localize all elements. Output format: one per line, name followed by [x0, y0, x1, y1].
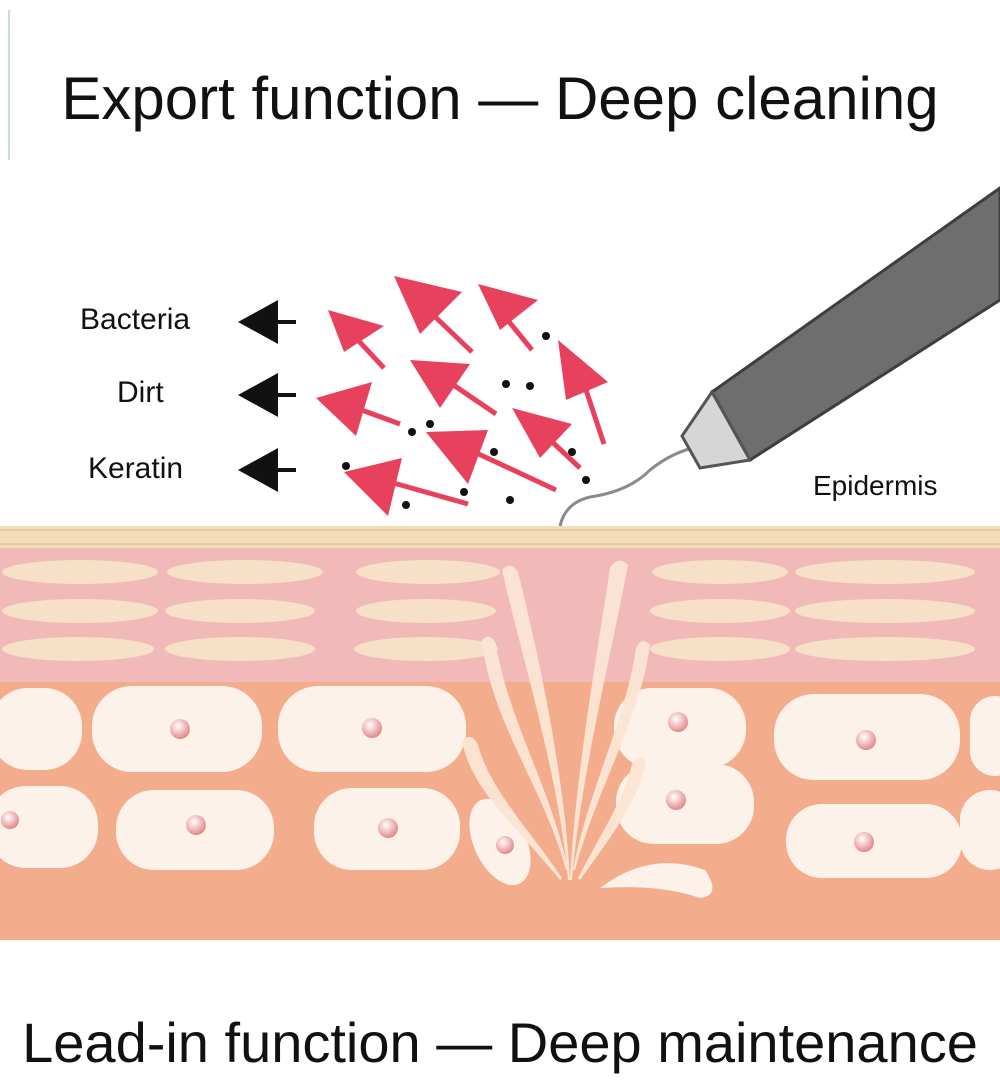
device-tip	[680, 389, 753, 470]
red-arrow	[328, 310, 386, 370]
label-epidermis: Epidermis	[813, 470, 938, 501]
black-arrow-bacteria	[238, 300, 296, 344]
device-body	[710, 186, 1000, 463]
black-arrow-keratin	[238, 448, 296, 492]
red-arrow	[426, 430, 558, 493]
particles	[342, 332, 590, 509]
cell-nuclei	[1, 712, 876, 854]
left-accent-line	[8, 10, 10, 160]
label-dirt: Dirt	[117, 376, 164, 409]
red-arrow	[316, 382, 401, 436]
red-arrow	[558, 340, 608, 445]
device-wire	[558, 444, 701, 527]
title-lead-in-function: Lead-in function — Deep maintenance	[22, 1011, 978, 1074]
legend-arrows	[238, 300, 296, 492]
red-arrow	[394, 276, 474, 354]
beauty-device	[558, 186, 1000, 527]
epidermis-layer	[0, 526, 1000, 548]
red-arrow	[410, 360, 498, 417]
pore-streams	[462, 560, 650, 880]
skin-diagram	[0, 186, 1000, 940]
red-arrow	[512, 408, 582, 470]
red-arrow	[344, 458, 469, 516]
dermis-fibers	[2, 560, 975, 661]
black-arrow-dirt	[238, 373, 296, 417]
label-keratin: Keratin	[88, 452, 184, 485]
title-export-function: Export function — Deep cleaning	[61, 65, 939, 132]
label-bacteria: Bacteria	[80, 303, 191, 336]
outflow-arrows	[316, 276, 608, 516]
red-arrow	[478, 284, 538, 352]
